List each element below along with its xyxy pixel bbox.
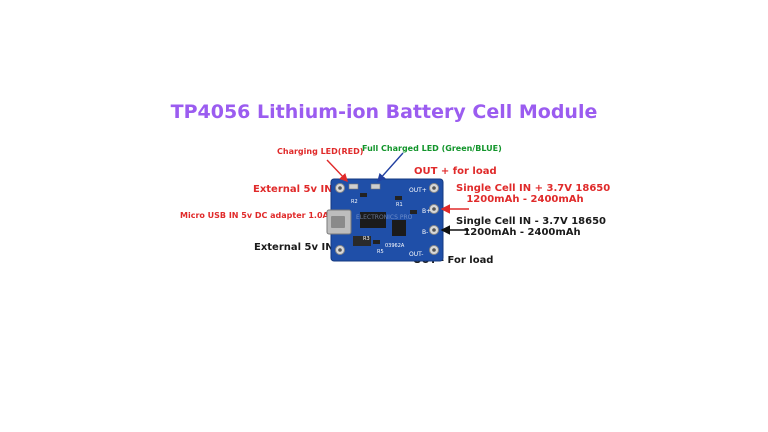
cell-in-plus-label: Single Cell IN + 3.7V 18650 1200mAh - 24…: [456, 183, 611, 205]
silk-out-minus: OUT-: [409, 251, 423, 258]
pad-in-minus-hole: [338, 248, 342, 252]
out-minus-label: OUT - For load: [413, 255, 494, 266]
resistor-r3: [373, 240, 380, 244]
silk-chip-code: 03962A: [385, 243, 405, 249]
silk-r3: R3: [363, 236, 370, 242]
full-charged-led: [370, 183, 381, 190]
silk-b-plus: B+: [422, 208, 431, 215]
cell-in-plus-line2: 1200mAh - 2400mAh: [466, 194, 584, 205]
silk-r2: R2: [351, 199, 358, 205]
silk-out-plus: OUT+: [409, 187, 427, 194]
silk-r5: R5: [377, 249, 384, 255]
capacitor-block: [353, 236, 371, 246]
cell-in-minus-label: Single Cell IN - 3.7V 18650 1200mAh - 24…: [456, 216, 606, 238]
silk-b-minus: B-: [422, 229, 428, 236]
silk-r1: R1: [396, 202, 403, 208]
external-in-minus-label: External 5v IN -: [254, 242, 342, 253]
cell-in-minus-line2: 1200mAh - 2400mAh: [463, 227, 581, 238]
external-in-plus-label: External 5v IN +: [253, 184, 345, 195]
micro-usb-port: [331, 216, 345, 228]
arrow-full-charged-led: [377, 152, 404, 183]
resistor-r5-top: [410, 210, 417, 214]
page-title: TP4056 Lithium-ion Battery Cell Module: [170, 101, 598, 123]
arrow-charging-led: [326, 159, 348, 183]
pad-out-minus-hole: [432, 248, 436, 252]
out-plus-label: OUT + for load: [414, 166, 497, 177]
charging-led-label: Charging LED(RED): [277, 147, 364, 156]
protection-chip: [392, 220, 406, 236]
watermark: ELECTRONICS PRO: [356, 214, 413, 221]
charging-led: [348, 183, 359, 190]
micro-usb-label: Micro USB IN 5v DC adapter 1.0A: [180, 211, 329, 220]
resistor-r2: [360, 193, 367, 197]
full-charged-led-label: Full Charged LED (Green/BLUE): [362, 144, 502, 153]
pad-out-plus-hole: [432, 186, 436, 190]
pad-in-plus-hole: [338, 186, 342, 190]
pad-b-minus-hole: [432, 228, 436, 232]
cell-in-plus-line1: Single Cell IN + 3.7V 18650: [456, 183, 611, 194]
tp4056-chip: [360, 212, 386, 228]
cell-in-minus-line1: Single Cell IN - 3.7V 18650: [456, 216, 606, 227]
pad-b-plus-hole: [432, 207, 436, 211]
resistor-r1: [395, 196, 402, 200]
